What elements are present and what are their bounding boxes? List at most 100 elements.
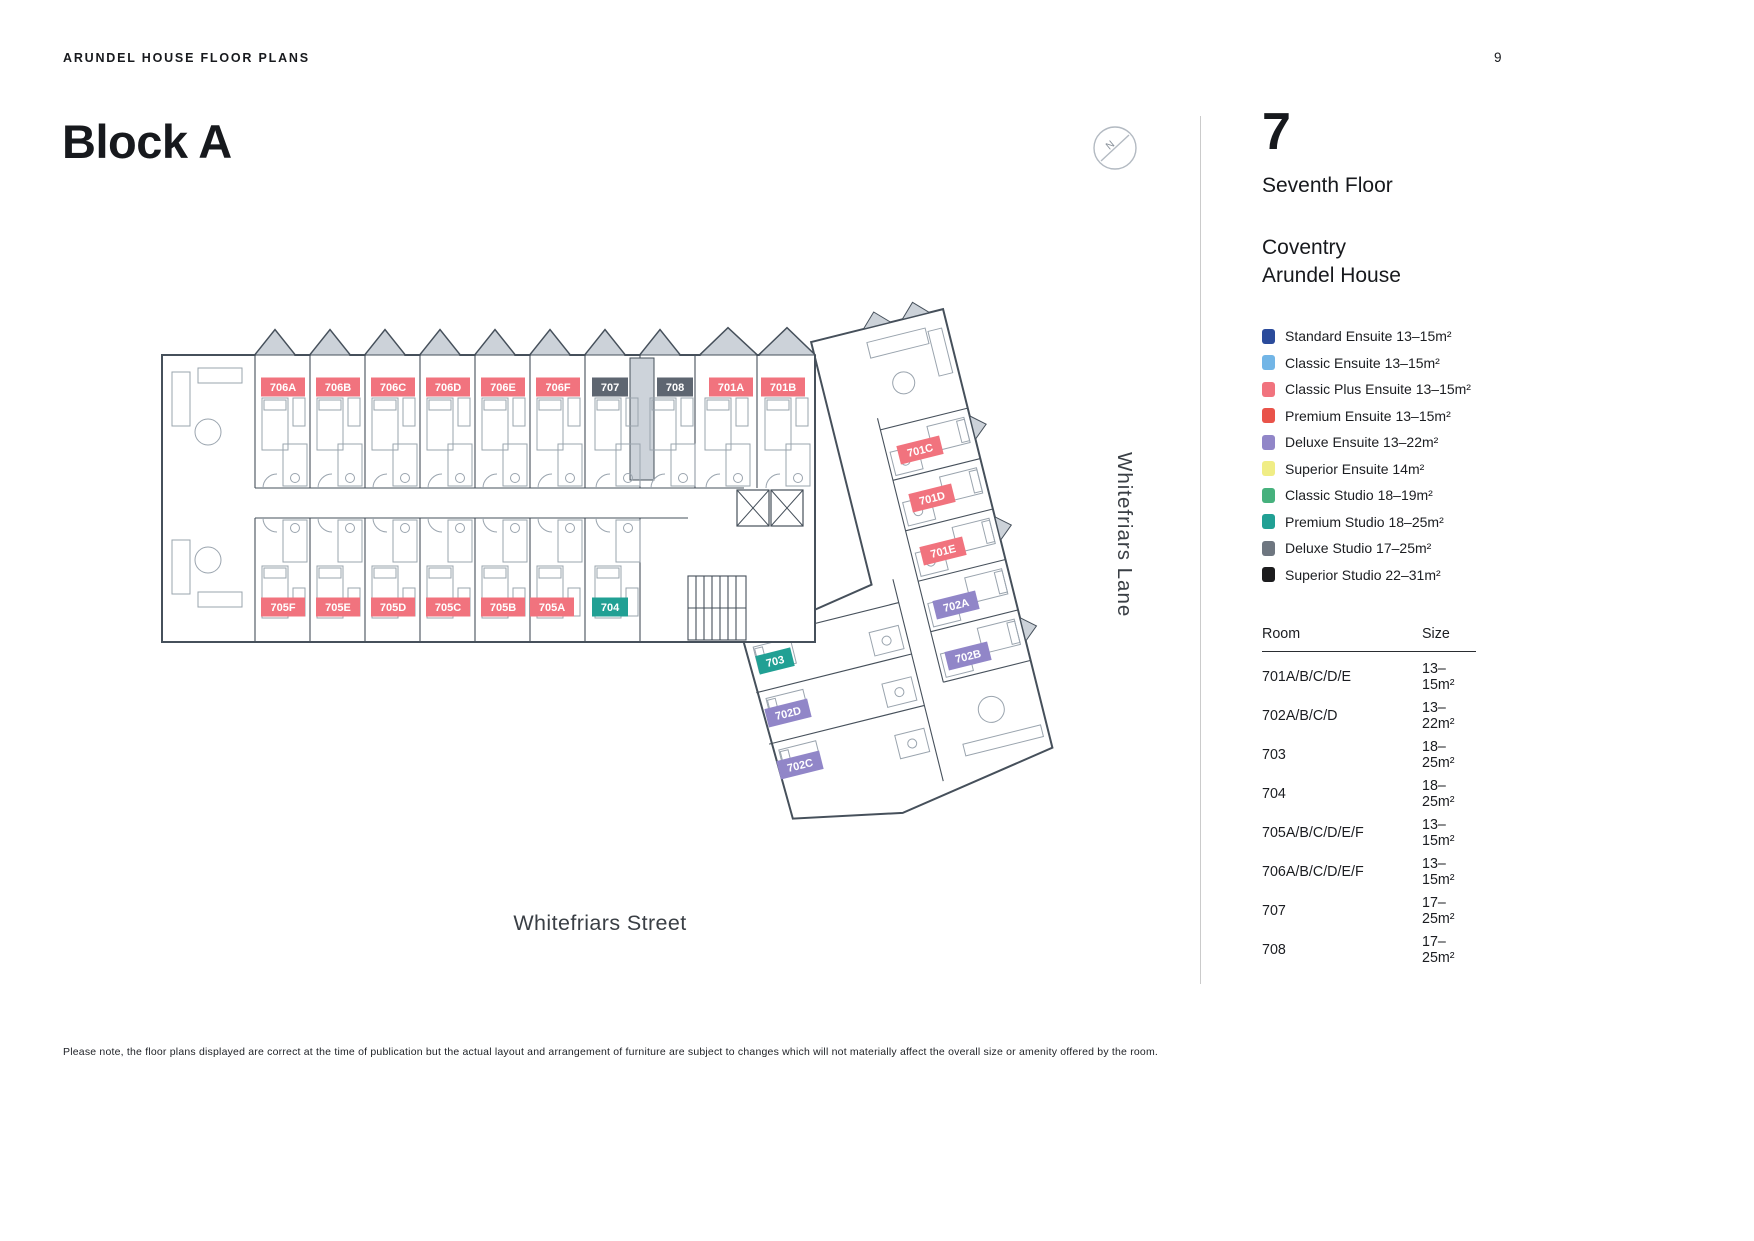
table-row: 705A/B/C/D/E/F 13–15m²: [1262, 814, 1476, 853]
room-cell: 704: [1262, 786, 1286, 802]
room-badge-705a: 705A: [530, 597, 574, 617]
legend-swatch: [1262, 408, 1275, 424]
legend-swatch: [1262, 514, 1275, 530]
legend-label: Standard Ensuite 13–15m²: [1285, 328, 1452, 345]
legend-swatch: [1262, 540, 1275, 556]
column-header-room: Room: [1262, 626, 1422, 652]
floor-number: 7: [1262, 103, 1291, 161]
size-cell: 13–15m²: [1422, 661, 1455, 693]
disclaimer: Please note, the floor plans displayed a…: [63, 1046, 1159, 1058]
legend-item-superior-studio: Superior Studio 22–31m²: [1262, 562, 1542, 589]
legend-item-premium-studio: Premium Studio 18–25m²: [1262, 509, 1542, 536]
room-cell: 705A/B/C/D/E/F: [1262, 825, 1364, 841]
page-number: 9: [1494, 50, 1502, 65]
legend-item-classic-studio: Classic Studio 18–19m²: [1262, 482, 1542, 509]
room-badge-705b: 705B: [481, 597, 525, 617]
room-badge-701e: 701E: [919, 536, 967, 566]
room-badge-705e: 705E: [316, 597, 360, 617]
wing-outline: [742, 301, 1054, 820]
legend-swatch: [1262, 381, 1275, 397]
legend-item-classic-ensuite: Classic Ensuite 13–15m²: [1262, 350, 1542, 377]
floor-name: Seventh Floor: [1262, 174, 1393, 197]
room-badge-706f: 706F: [536, 377, 580, 397]
legend-label: Superior Studio 22–31m²: [1285, 566, 1441, 583]
legend-item-deluxe-studio: Deluxe Studio 17–25m²: [1262, 535, 1542, 562]
svg-text:705D: 705D: [380, 602, 406, 614]
svg-text:705A: 705A: [539, 602, 565, 614]
room-badge-706e: 706E: [481, 377, 525, 397]
legend-label: Classic Ensuite 13–15m²: [1285, 354, 1440, 371]
room-badge-708: 708: [657, 377, 693, 397]
svg-text:704: 704: [601, 602, 620, 614]
location-line-1: Coventry: [1262, 236, 1347, 259]
svg-text:706A: 706A: [270, 382, 296, 394]
elevators: [736, 489, 804, 527]
column-header-size: Size: [1422, 626, 1476, 652]
room-badge-701a: 701A: [709, 377, 753, 397]
room-badge-705c: 705C: [426, 597, 470, 617]
room-badge-702c: 702C: [776, 750, 824, 780]
room-cell: 703: [1262, 747, 1286, 763]
room-cell: 701A/B/C/D/E: [1262, 669, 1351, 685]
size-cell: 13–15m²: [1422, 856, 1455, 888]
room-cell: 708: [1262, 942, 1286, 958]
room-badge-702a: 702A: [932, 590, 980, 620]
vertical-divider: [1200, 116, 1201, 984]
table-row: 704 18–25m²: [1262, 775, 1476, 814]
room-badge-705f: 705F: [261, 597, 305, 617]
room-badge-703: 703: [755, 647, 795, 675]
size-cell: 18–25m²: [1422, 778, 1455, 810]
street-label-whitefriars-lane: Whitefriars Lane: [1113, 452, 1136, 618]
svg-text:706F: 706F: [545, 382, 570, 394]
legend-item-superior-ensuite: Superior Ensuite 14m²: [1262, 456, 1542, 483]
block-title: Block A: [62, 115, 232, 168]
room-cell: 702A/B/C/D: [1262, 708, 1338, 724]
svg-text:701A: 701A: [718, 382, 744, 394]
room-badge-705d: 705D: [371, 597, 415, 617]
table-row: 707 17–25m²: [1262, 892, 1476, 931]
room-badge-706a: 706A: [261, 377, 305, 397]
svg-text:705C: 705C: [435, 602, 461, 614]
legend-label: Premium Studio 18–25m²: [1285, 513, 1444, 530]
room-cell: 706A/B/C/D/E/F: [1262, 864, 1364, 880]
room-badge-707: 707: [592, 377, 628, 397]
legend-item-deluxe-ensuite: Deluxe Ensuite 13–22m²: [1262, 429, 1542, 456]
room-cell: 707: [1262, 903, 1286, 919]
legend-swatch: [1262, 487, 1275, 503]
room-type-legend: Standard Ensuite 13–15m² Classic Ensuite…: [1262, 323, 1542, 588]
room-badge-706b: 706B: [316, 377, 360, 397]
room-badge-701d: 701D: [908, 483, 956, 513]
table-row: 701A/B/C/D/E 13–15m²: [1262, 652, 1476, 697]
room-size-table: Room Size 701A/B/C/D/E 13–15m² 702A/B/C/D…: [1262, 626, 1476, 970]
legend-swatch: [1262, 567, 1275, 583]
svg-text:705E: 705E: [325, 602, 351, 614]
legend-swatch: [1262, 328, 1275, 344]
svg-text:705F: 705F: [270, 602, 295, 614]
svg-text:705B: 705B: [490, 602, 516, 614]
wing-furniture: [752, 327, 1045, 788]
svg-text:706B: 706B: [325, 382, 351, 394]
room-badge-701b: 701B: [761, 377, 805, 397]
size-cell: 13–15m²: [1422, 817, 1455, 849]
size-cell: 13–22m²: [1422, 700, 1455, 732]
legend-swatch: [1262, 461, 1275, 477]
table-row: 702A/B/C/D 13–22m²: [1262, 697, 1476, 736]
floor-info-panel: 7 Seventh Floor Coventry Arundel House S…: [1262, 106, 1542, 970]
svg-text:706C: 706C: [380, 382, 406, 394]
building-outline: [161, 326, 817, 643]
legend-label: Classic Studio 18–19m²: [1285, 487, 1433, 504]
stairs: [687, 575, 747, 641]
size-cell: 17–25m²: [1422, 895, 1455, 927]
size-cell: 18–25m²: [1422, 739, 1455, 771]
svg-text:703: 703: [765, 654, 786, 670]
legend-label: Deluxe Studio 17–25m²: [1285, 540, 1432, 557]
svg-text:701B: 701B: [770, 382, 796, 394]
compass-icon: N: [1093, 126, 1137, 170]
legend-label: Superior Ensuite 14m²: [1285, 460, 1425, 477]
svg-text:706E: 706E: [490, 382, 516, 394]
legend-item-standard-ensuite: Standard Ensuite 13–15m²: [1262, 323, 1542, 350]
legend-swatch: [1262, 355, 1275, 371]
